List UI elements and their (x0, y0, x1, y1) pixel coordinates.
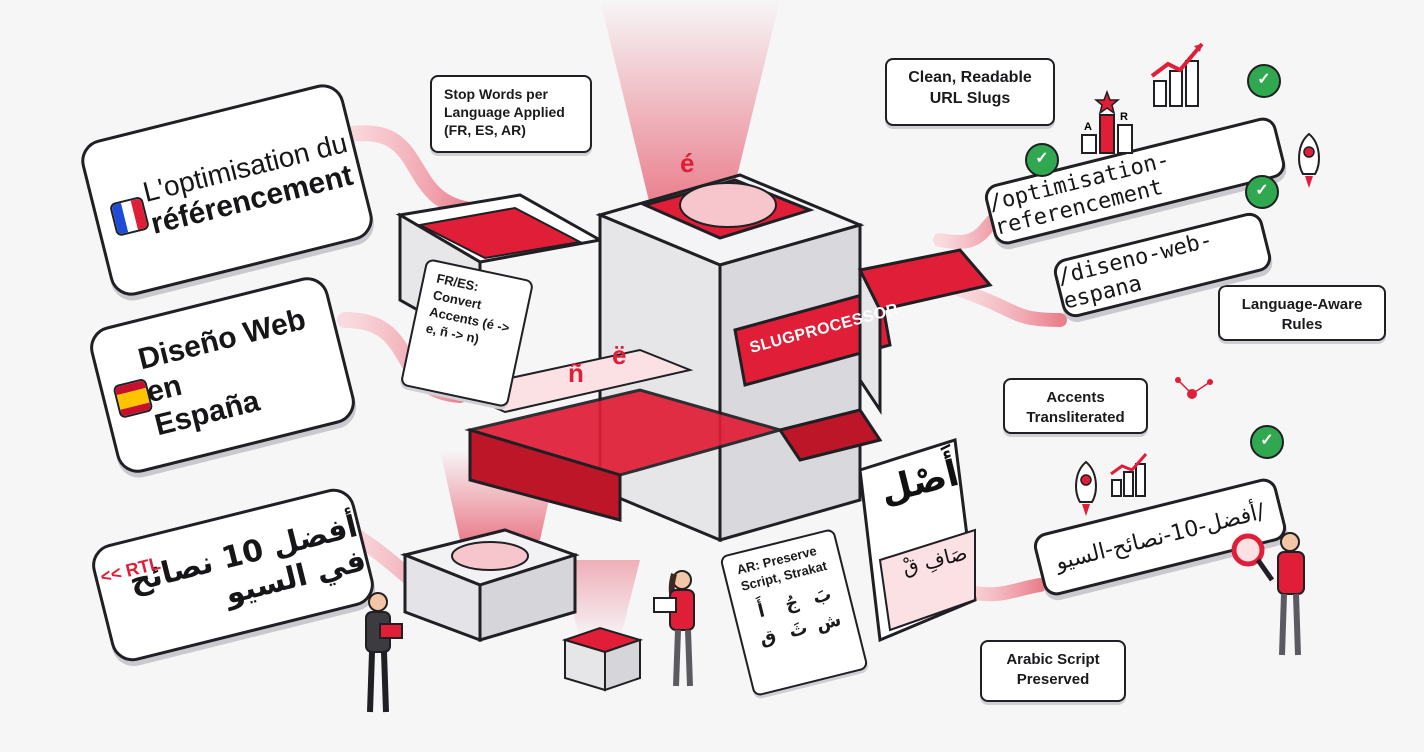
label-plate (733, 288, 892, 387)
flow-line-out-es (953, 283, 1067, 327)
callout-clean-slugs: Clean, Readable URL Slugs (885, 58, 1055, 126)
callout-accents-text: Accents Transliterated (1026, 389, 1125, 426)
beam-base (560, 560, 640, 640)
check-icon: ✓ (1250, 425, 1284, 459)
check-icon: ✓ (1245, 175, 1279, 209)
ar-char: ق (757, 625, 779, 650)
lower-conveyor (464, 388, 883, 522)
callout-language-aware: Language-Aware Rules (1218, 285, 1386, 341)
chart-letter-a: A (1084, 121, 1092, 133)
tray-char: é (680, 148, 695, 178)
ranking-bars-icon: A R (1081, 89, 1133, 154)
top-intake-port (679, 182, 777, 228)
person-with-laptop (365, 592, 403, 713)
ar-char: أَ (755, 600, 767, 623)
ar-char: ثَ (787, 617, 810, 643)
rtl-chevrons-icon: << (98, 562, 124, 588)
callout-arabic-preserved-text: Arabic Script Preserved (1006, 651, 1100, 688)
chart-letter-r: R (1120, 111, 1128, 123)
flag-fr-icon (108, 195, 151, 237)
callout-language-aware-text: Language-Aware Rules (1241, 296, 1363, 333)
magnifier-icon (1231, 533, 1275, 582)
growth-chart-icon (1110, 453, 1148, 497)
right-hopper (857, 248, 993, 415)
person-inspector (1277, 532, 1305, 656)
tray-char: ë (612, 340, 627, 370)
ar-char: بَ (810, 583, 834, 609)
network-nodes-icon (1175, 377, 1213, 399)
flow-line-fr (337, 125, 478, 218)
ar-char-grid: بَ جُ أَ ش ثَ ق (745, 582, 845, 653)
callout-fr-es-text: FR/ES: Convert Accents (é -> e, ñ -> n) (424, 270, 511, 347)
ar-char: ش (814, 609, 844, 636)
output-belt (858, 438, 977, 643)
rocket-icon (1298, 132, 1320, 188)
person-with-laptop (653, 570, 695, 687)
check-icon: ✓ (1025, 143, 1059, 177)
base-stack (561, 626, 644, 692)
ar-char: جُ (782, 591, 801, 616)
bottom-hopper (400, 528, 580, 643)
callout-stop-words-text: Stop Words per Language Applied (FR, ES,… (444, 86, 565, 139)
growth-chart-icon (1150, 42, 1204, 107)
rocket-icon (1075, 460, 1097, 516)
callout-accents: Accents Transliterated (1003, 378, 1148, 434)
callout-clean-slugs-text: Clean, Readable URL Slugs (908, 69, 1032, 107)
callout-arabic-preserved: Arabic Script Preserved (980, 640, 1126, 702)
beam-top (600, 0, 780, 205)
tray-char: ñ (568, 358, 584, 388)
feed-tray (451, 348, 694, 414)
check-icon: ✓ (1247, 64, 1281, 98)
callout-stop-words: Stop Words per Language Applied (FR, ES,… (430, 75, 592, 153)
